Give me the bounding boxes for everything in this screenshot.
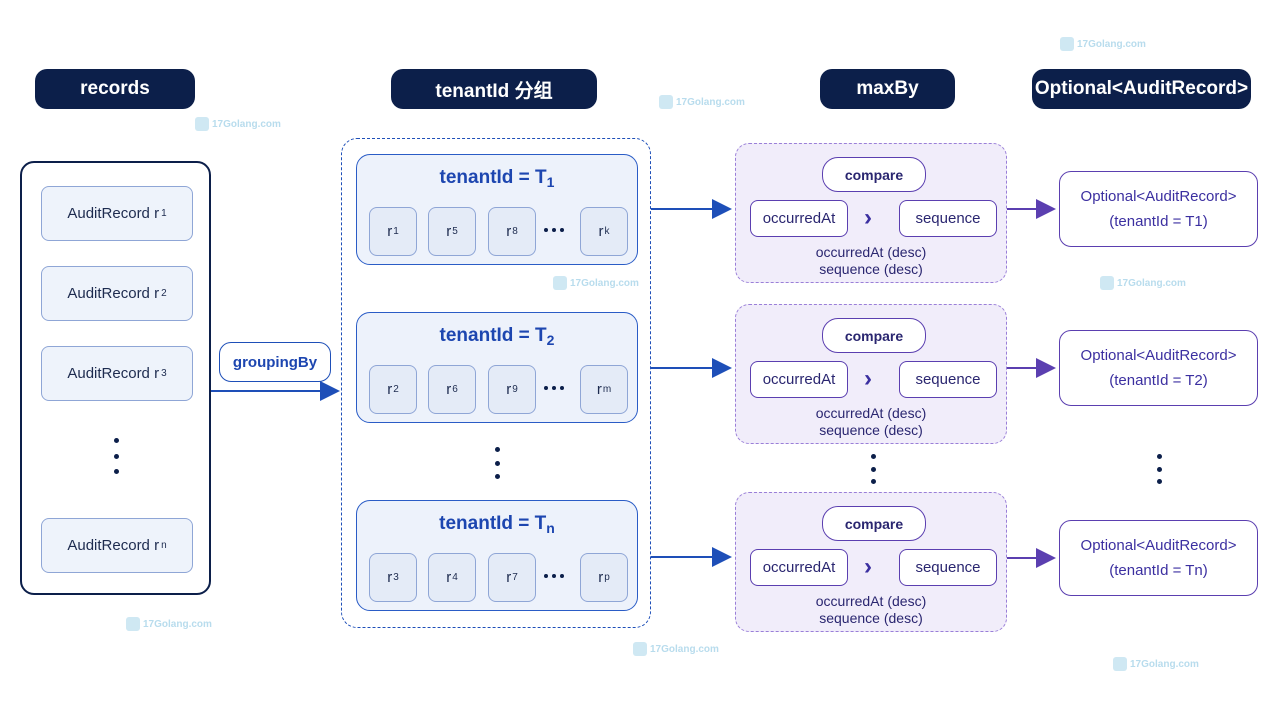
group-title: tenantId = T2 bbox=[439, 325, 555, 348]
optional-result-2: Optional<AuditRecord> (tenantId = T2) bbox=[1059, 330, 1258, 406]
watermark-logo-icon bbox=[126, 617, 140, 631]
maxby-ellipsis bbox=[868, 454, 878, 484]
watermark: 17Golang.com bbox=[195, 117, 281, 131]
field-occurred-at: occurredAt bbox=[750, 549, 848, 586]
record-index: 2 bbox=[161, 288, 167, 299]
watermark: 17Golang.com bbox=[553, 276, 639, 290]
chevron-right-icon: › bbox=[864, 553, 872, 580]
watermark-logo-icon bbox=[1060, 37, 1074, 51]
header-maxby: maxBy bbox=[820, 69, 955, 109]
watermark-logo-icon bbox=[1100, 276, 1114, 290]
group-ellipsis bbox=[544, 228, 564, 232]
optional-type: Optional<AuditRecord> bbox=[1080, 188, 1237, 205]
records-ellipsis bbox=[111, 438, 121, 474]
compare-label: compare bbox=[822, 318, 926, 353]
header-records: records bbox=[35, 69, 195, 109]
group-title: tenantId = T1 bbox=[439, 167, 555, 190]
field-sequence: sequence bbox=[899, 200, 997, 237]
watermark-logo-icon bbox=[553, 276, 567, 290]
sort-note-sequence: sequence (desc) bbox=[819, 422, 923, 438]
optional-tenant: (tenantId = T1) bbox=[1109, 213, 1208, 230]
record-label: AuditRecord r bbox=[67, 205, 160, 222]
watermark: 17Golang.com bbox=[126, 617, 212, 631]
record-label: AuditRecord r bbox=[67, 365, 160, 382]
optional-result-1: Optional<AuditRecord> (tenantId = T1) bbox=[1059, 171, 1258, 247]
watermark: 17Golang.com bbox=[633, 642, 719, 656]
record-index: 3 bbox=[161, 368, 167, 379]
compare-label: compare bbox=[822, 157, 926, 192]
maxby-box-1: compare occurredAt › sequence occurredAt… bbox=[735, 143, 1007, 283]
watermark-logo-icon bbox=[1113, 657, 1127, 671]
sort-note-sequence: sequence (desc) bbox=[819, 261, 923, 277]
field-sequence: sequence bbox=[899, 361, 997, 398]
record-label: AuditRecord r bbox=[67, 537, 160, 554]
record-label: AuditRecord r bbox=[67, 285, 160, 302]
optional-result-n: Optional<AuditRecord> (tenantId = Tn) bbox=[1059, 520, 1258, 596]
compare-label: compare bbox=[822, 506, 926, 541]
group-ellipsis bbox=[544, 574, 564, 578]
sort-note-occurred: occurredAt (desc) bbox=[815, 593, 927, 609]
watermark-logo-icon bbox=[659, 95, 673, 109]
groups-ellipsis bbox=[492, 447, 502, 479]
watermark: 17Golang.com bbox=[1060, 37, 1146, 51]
field-sequence: sequence bbox=[899, 549, 997, 586]
optional-type: Optional<AuditRecord> bbox=[1080, 537, 1237, 554]
watermark-logo-icon bbox=[195, 117, 209, 131]
maxby-box-2: compare occurredAt › sequence occurredAt… bbox=[735, 304, 1007, 444]
record-index: n bbox=[161, 540, 167, 551]
optional-tenant: (tenantId = T2) bbox=[1109, 372, 1208, 389]
header-grouping: tenantId 分组 bbox=[391, 69, 597, 109]
sort-note-sequence: sequence (desc) bbox=[819, 610, 923, 626]
optional-type: Optional<AuditRecord> bbox=[1080, 347, 1237, 364]
grouping-container bbox=[341, 138, 651, 628]
chevron-right-icon: › bbox=[864, 204, 872, 231]
watermark: 17Golang.com bbox=[659, 95, 745, 109]
sort-note-occurred: occurredAt (desc) bbox=[815, 244, 927, 260]
maxby-box-n: compare occurredAt › sequence occurredAt… bbox=[735, 492, 1007, 632]
watermark: 17Golang.com bbox=[1113, 657, 1199, 671]
field-occurred-at: occurredAt bbox=[750, 200, 848, 237]
sort-note-occurred: occurredAt (desc) bbox=[815, 405, 927, 421]
watermark: 17Golang.com bbox=[1100, 276, 1186, 290]
watermark-logo-icon bbox=[633, 642, 647, 656]
grouping-by-label: groupingBy bbox=[219, 342, 331, 382]
field-occurred-at: occurredAt bbox=[750, 361, 848, 398]
record-index: 1 bbox=[161, 208, 167, 219]
header-optional: Optional<AuditRecord> bbox=[1032, 69, 1251, 109]
group-title: tenantId = Tn bbox=[439, 513, 555, 536]
chevron-right-icon: › bbox=[864, 365, 872, 392]
optional-ellipsis bbox=[1154, 454, 1164, 484]
group-ellipsis bbox=[544, 386, 564, 390]
optional-tenant: (tenantId = Tn) bbox=[1109, 562, 1208, 579]
